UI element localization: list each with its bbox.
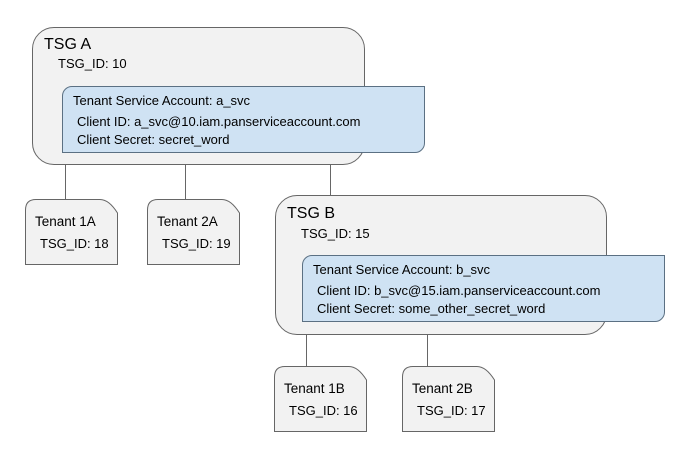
service-account-box-a: Tenant Service Account: a_svc Client ID:… bbox=[62, 86, 425, 153]
tenant-1b-title: Tenant 1B bbox=[284, 381, 345, 396]
tsg-b-id-label: TSG_ID: 15 bbox=[301, 226, 370, 241]
connector-tsgb-tenant2b bbox=[427, 335, 428, 366]
service-account-b-client-secret: Client Secret: some_other_secret_word bbox=[317, 301, 546, 316]
tenant-1a-id-label: TSG_ID: 18 bbox=[40, 236, 109, 251]
tsg-b-title: TSG B bbox=[287, 205, 336, 222]
tenant-card-shape bbox=[147, 199, 240, 265]
tenant-1b-id-label: TSG_ID: 16 bbox=[289, 403, 358, 418]
connector-tsga-tenant1a bbox=[65, 165, 66, 199]
service-account-a-title: Tenant Service Account: a_svc bbox=[73, 93, 251, 108]
connector-tsgb-tenant1b bbox=[306, 335, 307, 366]
tenant-card-shape bbox=[402, 366, 495, 432]
service-account-b-client-id: Client ID: b_svc@15.iam.panserviceaccoun… bbox=[317, 283, 601, 298]
tenant-card-1b: Tenant 1B TSG_ID: 16 bbox=[274, 366, 367, 432]
tsg-a-id-label: TSG_ID: 10 bbox=[58, 56, 127, 71]
connector-tsga-tenant2a bbox=[185, 165, 186, 199]
tenant-card-shape bbox=[25, 199, 118, 265]
tenant-2b-title: Tenant 2B bbox=[412, 381, 473, 396]
tenant-card-1a: Tenant 1A TSG_ID: 18 bbox=[25, 199, 118, 265]
service-account-a-client-secret: Client Secret: secret_word bbox=[77, 132, 230, 147]
tsg-a-title: TSG A bbox=[44, 36, 92, 53]
connector-tsga-tsgb bbox=[330, 165, 331, 195]
tenant-2a-title: Tenant 2A bbox=[157, 214, 218, 229]
tenant-2b-id-label: TSG_ID: 17 bbox=[417, 403, 486, 418]
tenant-card-2a: Tenant 2A TSG_ID: 19 bbox=[147, 199, 240, 265]
service-account-box-b: Tenant Service Account: b_svc Client ID:… bbox=[302, 255, 665, 322]
tenant-card-shape bbox=[274, 366, 367, 432]
tenant-2a-id-label: TSG_ID: 19 bbox=[162, 236, 231, 251]
tenant-1a-title: Tenant 1A bbox=[35, 214, 96, 229]
service-account-a-client-id: Client ID: a_svc@10.iam.panserviceaccoun… bbox=[77, 114, 361, 129]
tenant-card-2b: Tenant 2B TSG_ID: 17 bbox=[402, 366, 495, 432]
service-account-b-title: Tenant Service Account: b_svc bbox=[313, 262, 491, 277]
